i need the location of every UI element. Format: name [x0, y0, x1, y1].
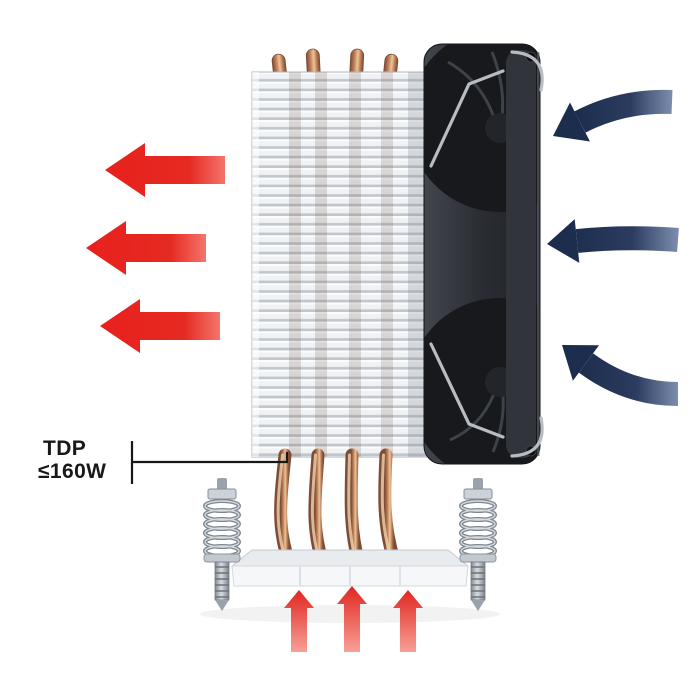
- exhaust-arrow-3: [100, 299, 220, 353]
- heatpipe-columns: [289, 72, 393, 457]
- screw-head: [207, 488, 237, 500]
- heatpipe-4: [378, 448, 401, 567]
- riser-arrow-3: [393, 590, 423, 652]
- intake-arrowhead: [553, 102, 590, 142]
- intake-arrows: [547, 89, 679, 406]
- fin-stack: [251, 71, 431, 458]
- heatpipes-lower: [274, 448, 401, 571]
- wire-clip-bottom: [429, 342, 505, 439]
- riser-arrow-2: [337, 586, 367, 652]
- tdp-label-value: ≤160W: [38, 460, 107, 483]
- base-plate: [230, 549, 470, 587]
- wire-clip-top: [429, 69, 505, 168]
- base-top-face: [230, 549, 470, 567]
- wire-clip-top-hook: [510, 50, 544, 92]
- tdp-label: TDP ≤160W: [38, 437, 106, 483]
- heatpipe-highlights: [276, 453, 393, 566]
- riser-arrow-1: [284, 590, 314, 652]
- exhaust-arrows: [86, 143, 225, 353]
- riser-arrows: [284, 586, 423, 652]
- spring: [203, 499, 241, 558]
- intake-arrowhead: [562, 345, 599, 381]
- mounting-hardware-left: [203, 478, 241, 611]
- screw-threads: [215, 566, 229, 598]
- intake-arrow-1: [553, 89, 673, 142]
- intake-arrowhead: [547, 219, 580, 263]
- wire-clip-bottom-hook: [510, 416, 544, 458]
- intake-arrow-3: [562, 345, 679, 406]
- tdp-callout-line: [130, 441, 289, 484]
- exhaust-arrow-2: [86, 221, 206, 275]
- screw-tip: [215, 600, 229, 611]
- screw-stem: [217, 478, 227, 491]
- fan-wire-clips: [429, 50, 544, 458]
- mounting-hardware-right: [458, 476, 498, 613]
- tdp-label-title: TDP: [43, 437, 87, 460]
- heatsink-tower: [251, 48, 431, 458]
- fan: [423, 43, 541, 465]
- fin-edge-highlight: [252, 72, 259, 457]
- fan-front-rim: [506, 50, 536, 458]
- fan-rim-highlight: [537, 52, 540, 456]
- intake-arrow-2: [547, 219, 679, 263]
- spring-washer: [203, 553, 241, 563]
- exhaust-arrow-1: [105, 143, 225, 197]
